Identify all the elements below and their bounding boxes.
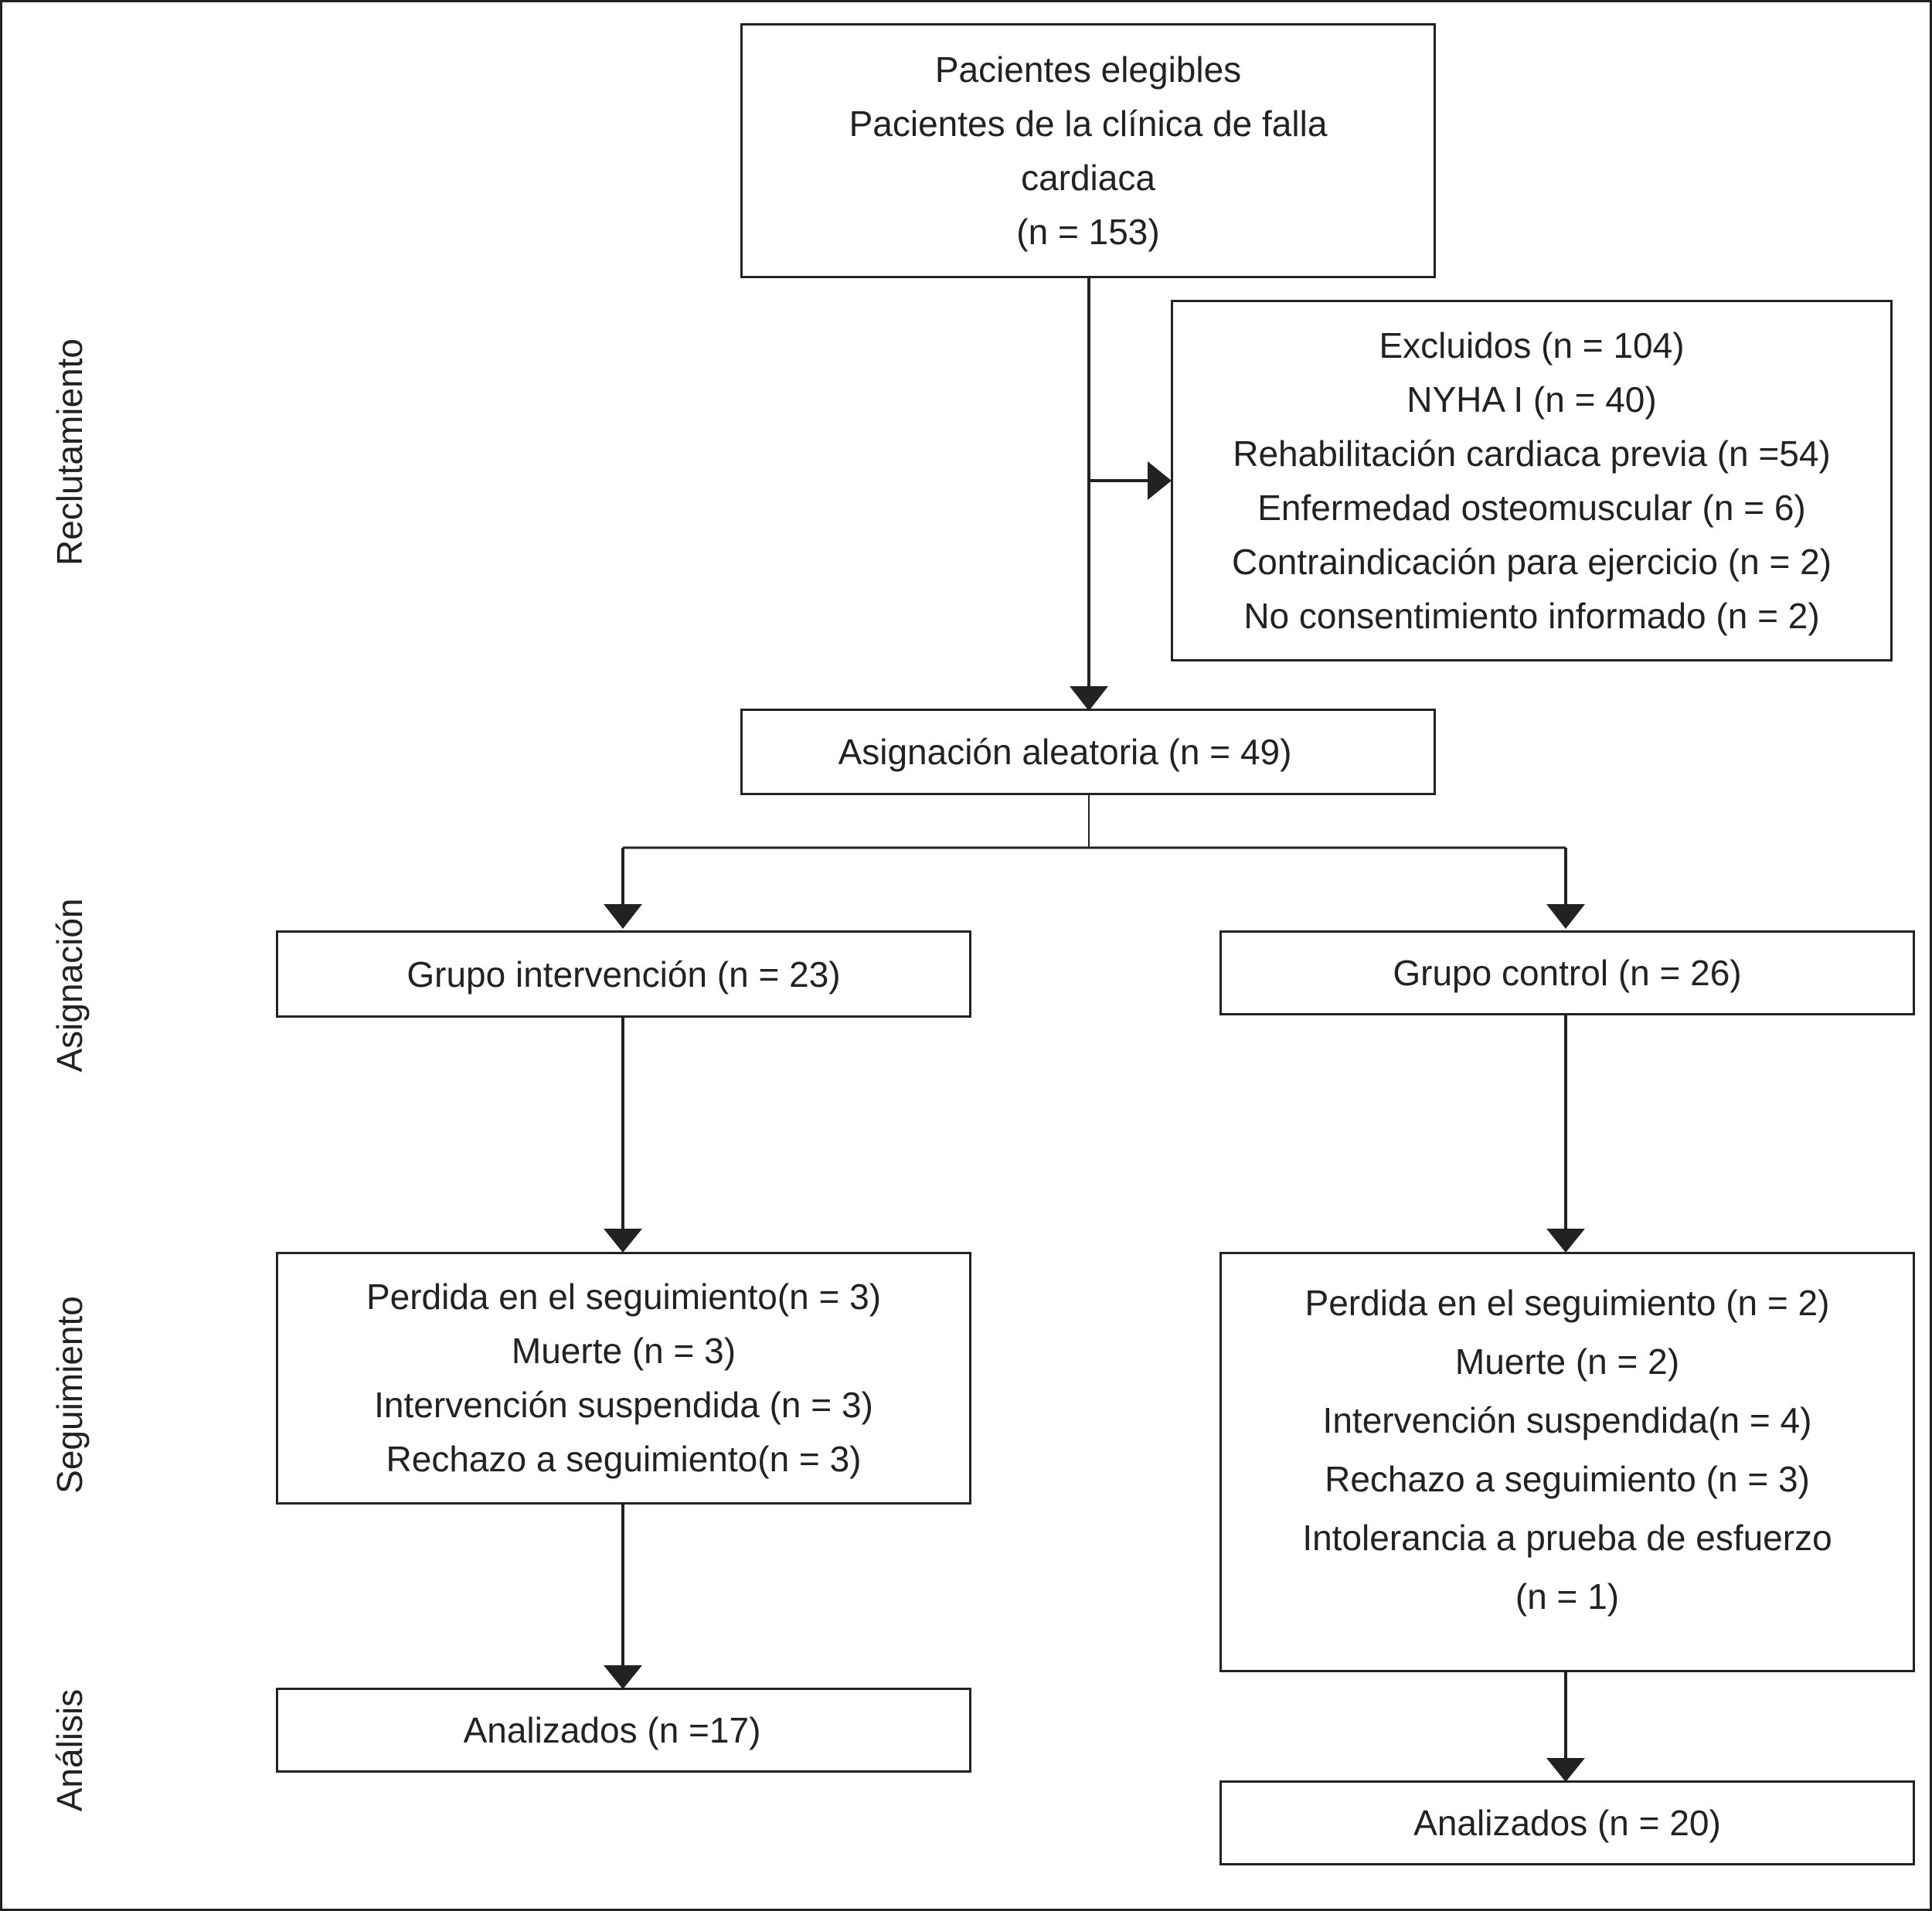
control-group-box: Grupo control (n = 26) xyxy=(1219,930,1915,1015)
control-followup-line-3: Intervención suspendida(n = 4) xyxy=(1322,1400,1812,1440)
phase-label-recruitment: Reclutamiento xyxy=(49,338,90,566)
control-analysis-label: Analizados (n = 20) xyxy=(1413,1803,1721,1843)
intervention-followup-line-3: Intervención suspendida (n = 3) xyxy=(374,1385,873,1425)
control-analysis-box: Analizados (n = 20) xyxy=(1219,1780,1915,1865)
intervention-followup-line-4: Rechazo a seguimiento(n = 3) xyxy=(386,1439,862,1479)
control-group-label: Grupo control (n = 26) xyxy=(1393,953,1742,993)
phase-label-analysis: Análisis xyxy=(49,1688,90,1812)
intervention-followup-line-2: Muerte (n = 3) xyxy=(511,1331,736,1371)
control-followup-line-5: Intolerancia a prueba de esfuerzo xyxy=(1302,1518,1832,1558)
control-followup-line-6: (n = 1) xyxy=(1515,1576,1620,1617)
excluded-line-3: Rehabilitación cardiaca previa (n =54) xyxy=(1233,434,1831,474)
eligible-patients-box: Pacientes elegibles Pacientes de la clín… xyxy=(740,23,1436,278)
eligible-line-4: (n = 153) xyxy=(1016,212,1160,252)
phase-label-allocation: Asignación xyxy=(49,898,90,1073)
randomization-label: Asignación aleatoria (n = 49) xyxy=(838,732,1292,772)
excluded-line-5: Contraindicación para ejercicio (n = 2) xyxy=(1231,542,1832,582)
intervention-analysis-box: Analizados (n =17) xyxy=(276,1688,971,1773)
excluded-line-6: No consentimiento informado (n = 2) xyxy=(1243,596,1820,636)
intervention-group-label: Grupo intervención (n = 23) xyxy=(406,954,841,995)
eligible-line-3: cardiaca xyxy=(1021,158,1155,198)
phase-label-followup: Seguimiento xyxy=(49,1296,90,1494)
excluded-line-1: Excluidos (n = 104) xyxy=(1379,325,1685,366)
control-followup-box: Perdida en el seguimiento (n = 2) Muerte… xyxy=(1219,1252,1915,1672)
eligible-line-2: Pacientes de la clínica de falla xyxy=(849,104,1328,144)
intervention-analysis-label: Analizados (n =17) xyxy=(463,1710,761,1750)
eligible-line-1: Pacientes elegibles xyxy=(934,49,1242,90)
control-followup-line-4: Rechazo a seguimiento (n = 3) xyxy=(1325,1459,1810,1499)
intervention-followup-box: Perdida en el seguimiento(n = 3) Muerte … xyxy=(276,1252,971,1505)
excluded-box: Excluidos (n = 104) NYHA I (n = 40) Reha… xyxy=(1171,300,1893,661)
intervention-followup-line-1: Perdida en el seguimiento(n = 3) xyxy=(366,1277,882,1317)
excluded-line-4: Enfermedad osteomuscular (n = 6) xyxy=(1257,488,1806,528)
intervention-group-box: Grupo intervención (n = 23) xyxy=(276,930,971,1018)
control-followup-line-2: Muerte (n = 2) xyxy=(1454,1341,1680,1382)
randomization-box: Asignación aleatoria (n = 49) xyxy=(740,709,1436,795)
control-followup-line-1: Perdida en el seguimiento (n = 2) xyxy=(1304,1283,1830,1323)
excluded-line-2: NYHA I (n = 40) xyxy=(1406,379,1657,420)
